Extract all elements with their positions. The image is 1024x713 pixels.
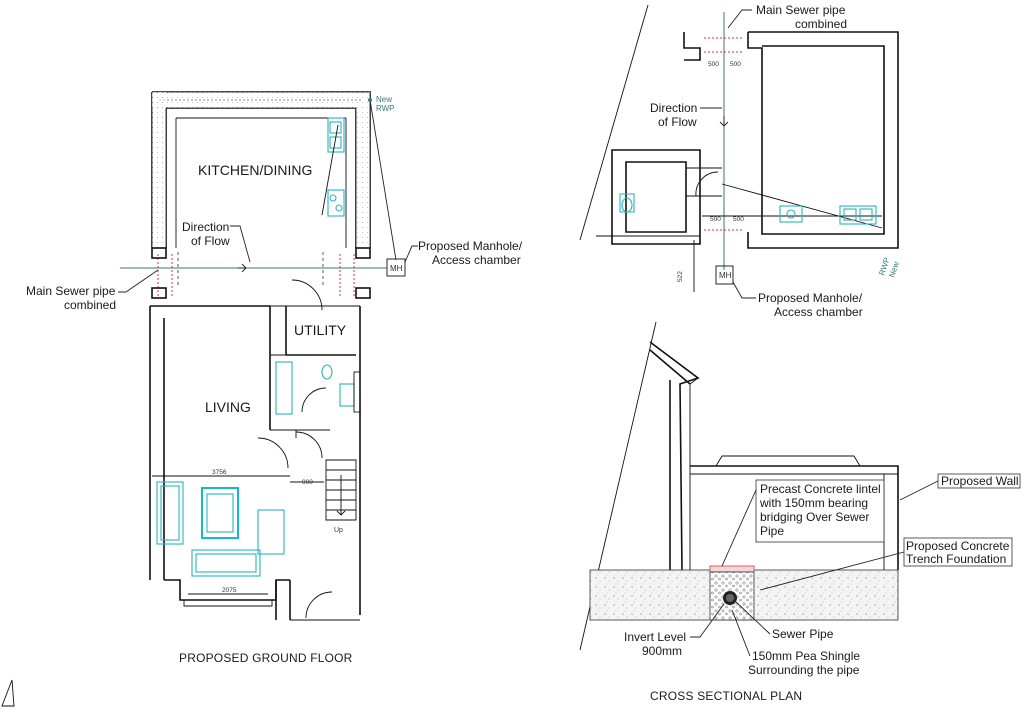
dp-dim-vert: 522	[677, 271, 684, 282]
gf-flow-line2: of Flow	[191, 234, 230, 248]
gf-rwp-line1: New	[376, 95, 392, 104]
gf-room-utility: UTILITY	[294, 322, 347, 338]
sec-shingle-line2: Surrounding the pipe	[748, 663, 860, 677]
dp-manhole-line1: Proposed Manhole/	[758, 291, 863, 305]
sec-lintel-line3: bridging Over Sewer	[760, 510, 869, 524]
dp-manhole-line2: Access chamber	[774, 305, 863, 319]
gf-flow-line1: Direction	[182, 220, 229, 234]
gf-manhole-line2: Access chamber	[432, 253, 521, 267]
gf-dim-bay: 2075	[222, 587, 237, 594]
gf-sewer-line2: combined	[64, 298, 116, 312]
gf-dim-width: 3756	[212, 469, 227, 476]
gf-manhole-tag: MH	[390, 264, 403, 273]
gf-stair-up: Up	[334, 527, 343, 534]
sec-lintel-line2: with 150mm bearing	[759, 496, 868, 510]
gf-dim-stair: 900	[302, 479, 313, 486]
dp-flow-line1: Direction	[650, 101, 697, 115]
sec-invert-line1: Invert Level	[624, 630, 686, 644]
gf-title: PROPOSED GROUND FLOOR	[179, 651, 353, 665]
gf-rwp-line2: RWP	[376, 104, 395, 113]
dp-dim2: 500	[730, 61, 741, 68]
dp-manhole-tag: MH	[719, 271, 732, 280]
north-arrow-icon	[1, 679, 15, 707]
dp-flow-line2: of Flow	[658, 115, 697, 129]
gf-manhole-line1: Proposed Manhole/	[418, 239, 523, 253]
dp-dim3: 500	[710, 216, 721, 223]
gf-sewer-line1: Main Sewer pipe	[26, 284, 116, 298]
sec-title: CROSS SECTIONAL PLAN	[650, 689, 802, 703]
dp-dim1: 500	[708, 61, 719, 68]
sec-found-line2: Trench Foundation	[906, 552, 1006, 566]
cross-section: Precast Concrete lintel with 150mm beari…	[579, 321, 1021, 703]
ground-floor-plan: MH 3756	[26, 91, 523, 665]
sec-found-line1: Proposed Concrete	[906, 539, 1010, 553]
sec-lintel-line1: Precast Concrete lintel	[760, 482, 881, 496]
dp-sewer-line2: combined	[795, 17, 847, 31]
sec-wall: Proposed Wall	[941, 474, 1019, 488]
sec-shingle-line1: 150mm Pea Shingle	[752, 649, 860, 663]
drain-plan: 500 500 500 500 522 MH Main Sewer pipe c…	[579, 3, 901, 319]
gf-room-kitchen: KITCHEN/DINING	[198, 162, 312, 178]
dp-sewer-line1: Main Sewer pipe	[756, 3, 846, 17]
dp-dim4: 500	[733, 216, 744, 223]
sec-lintel-line4: Pipe	[760, 524, 784, 538]
sec-invert-line2: 900mm	[642, 644, 682, 658]
sec-sewer-pipe: Sewer Pipe	[772, 627, 834, 641]
gf-room-living: LIVING	[205, 399, 251, 415]
